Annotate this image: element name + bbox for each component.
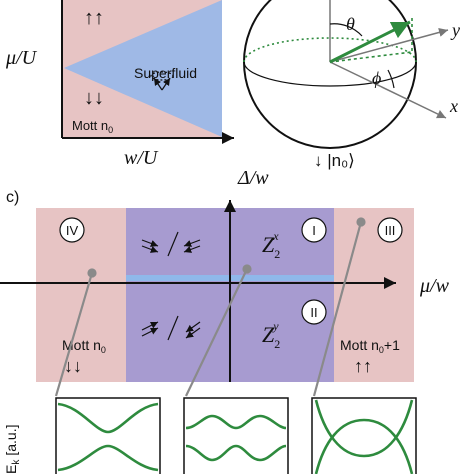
equator-back	[243, 37, 417, 63]
band-2-lower	[185, 444, 287, 462]
z2y-label: Z2y	[262, 319, 280, 351]
badge-ii-label: II	[310, 305, 317, 320]
c-x-label: μ/w	[419, 275, 450, 297]
mott-right-label: Mott n0+1	[340, 337, 400, 355]
superfluid-label: Superfluid	[134, 65, 197, 81]
mott-right	[334, 208, 414, 382]
band-1-upper	[57, 402, 159, 434]
region-badges	[59, 217, 403, 325]
arrow-pairs-upper	[141, 231, 201, 257]
ek-label: Ek[a.u.]	[3, 425, 22, 474]
mott-label: Mott n0	[72, 118, 113, 135]
projection	[329, 51, 413, 63]
band-3-b	[314, 418, 414, 474]
a-spins-up: ↑↑	[84, 7, 104, 29]
z2x-label: Z2x	[262, 229, 280, 261]
badge-i	[301, 217, 327, 243]
panel-c: c) Δ/w μ/w IV I II III Z2x Z2y	[0, 167, 450, 397]
band-plot-2	[183, 397, 289, 474]
badge-iv-label: IV	[66, 223, 79, 238]
x-axis	[329, 61, 447, 119]
band-plot-3	[311, 397, 417, 474]
y-label: y	[450, 20, 460, 40]
panel-b: θ ϕ y x ↓ |n₀⟩	[243, 0, 460, 170]
rotation-icon	[150, 71, 174, 91]
badge-iii	[377, 217, 403, 243]
y-axis	[329, 28, 449, 63]
mott-right-spins: ↑↑	[354, 356, 372, 376]
panel-d: Ek[a.u.]	[3, 397, 417, 474]
x-label: x	[449, 96, 458, 116]
a-x-label: w/U	[124, 147, 159, 169]
phi-label: ϕ	[372, 68, 381, 88]
band-2-upper	[185, 414, 287, 430]
theta-label: θ	[346, 14, 355, 34]
badge-i-label: I	[312, 223, 316, 238]
arrow-pairs-lower	[141, 315, 201, 341]
state-label: ↓ |n₀⟩	[314, 151, 355, 170]
mott-left-spins: ↓↓	[64, 356, 82, 376]
badge-iii-label: III	[385, 223, 396, 238]
badge-iv	[59, 217, 85, 243]
pointer-lines	[54, 217, 366, 397]
equator-front	[243, 61, 417, 87]
c-y-label: Δ/w	[237, 167, 269, 189]
band-plot-1	[55, 397, 161, 474]
band-1-lower	[57, 444, 159, 472]
badge-ii	[301, 299, 327, 325]
a-spins-down: ↓↓	[84, 87, 104, 109]
a-y-label: μ/U	[5, 47, 38, 69]
band-3-a	[314, 399, 414, 458]
theta-arc	[329, 23, 363, 37]
c-label: c)	[6, 189, 19, 206]
panel-a: ↑↑ ↓↓ Superfluid Mott n0 μ/U w/U	[5, 0, 234, 169]
phi-arc	[387, 69, 395, 89]
superfluid-region	[64, 0, 222, 137]
state-vector	[329, 20, 411, 64]
